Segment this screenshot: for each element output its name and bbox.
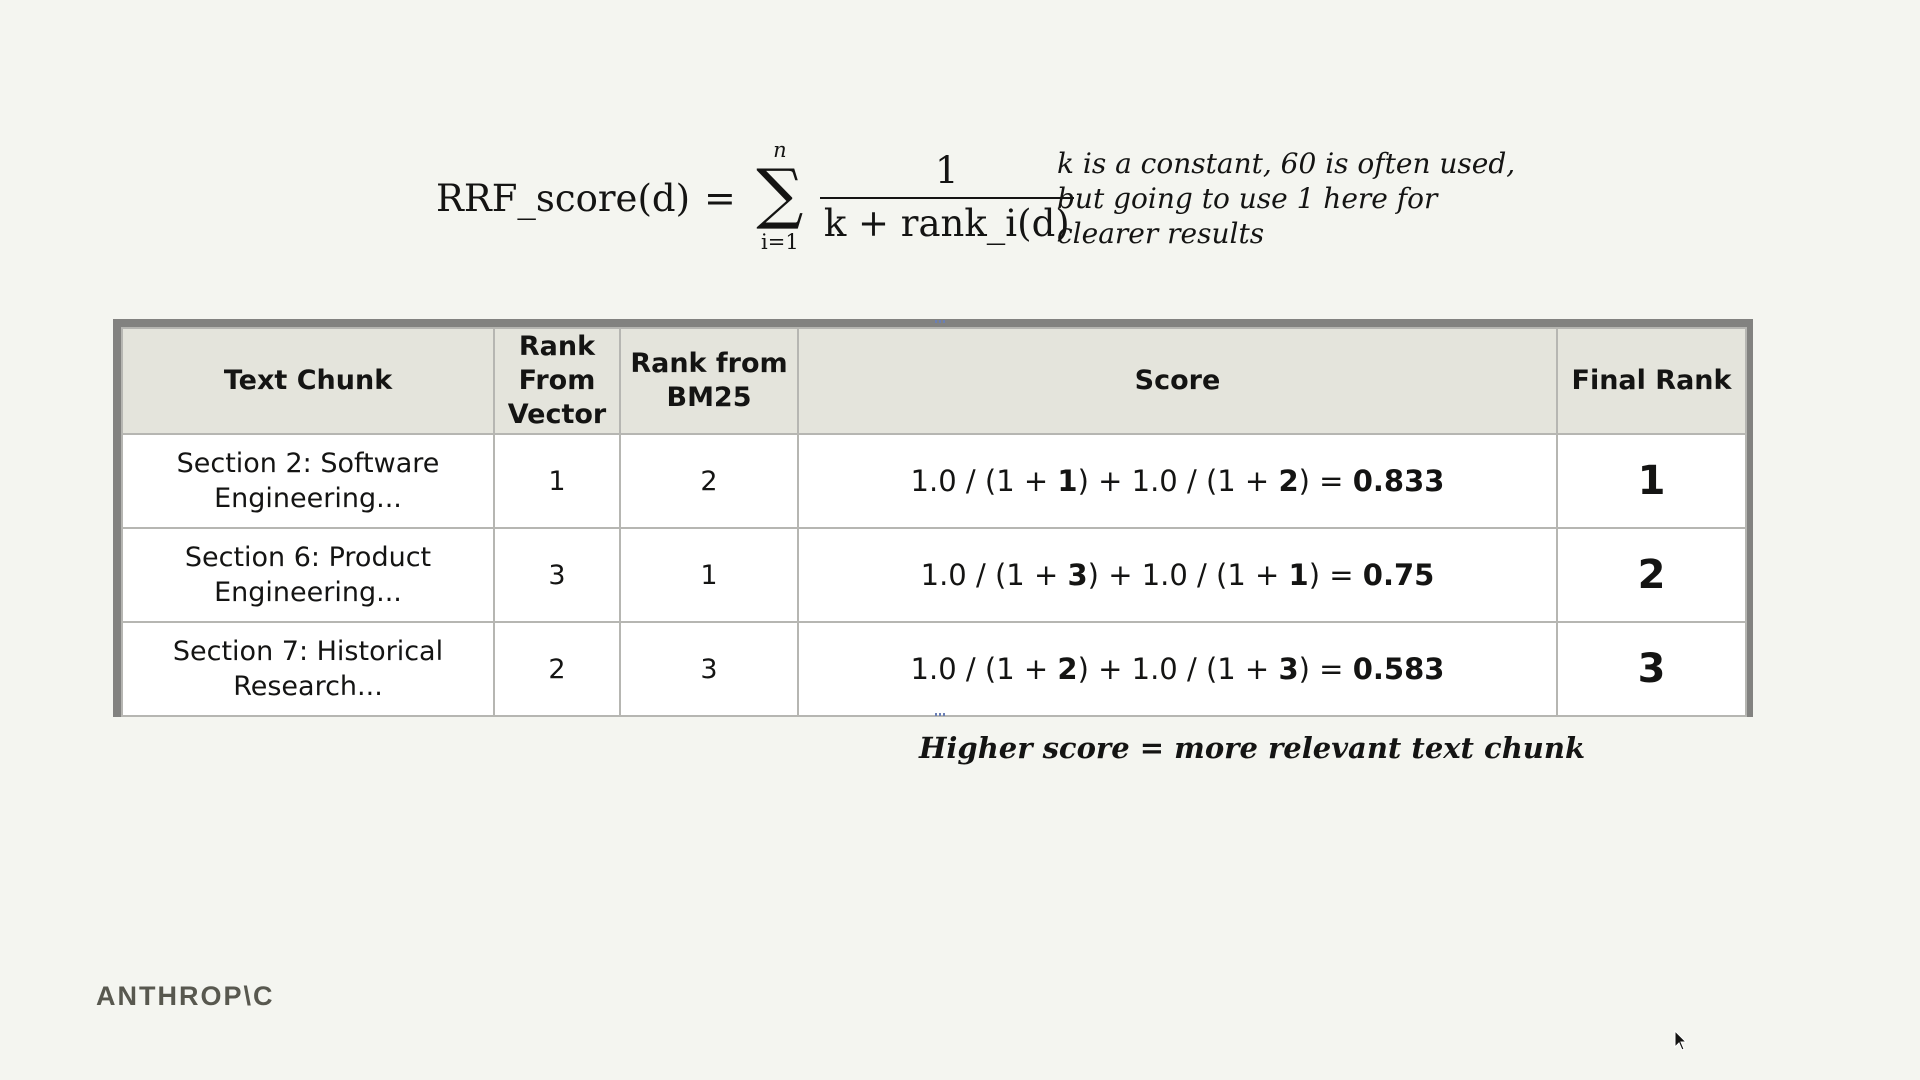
score-part-bold: 1 bbox=[1288, 557, 1309, 592]
cell-rank-vector[interactable]: 3 bbox=[493, 527, 621, 623]
cell-score[interactable]: 1.0 / (1 + 1) + 1.0 / (1 + 2) = 0.833 bbox=[797, 433, 1558, 529]
score-part: ) = bbox=[1298, 651, 1353, 686]
cell-final-rank[interactable]: 1 bbox=[1556, 433, 1747, 529]
cell-final-rank[interactable]: 2 bbox=[1556, 527, 1747, 623]
score-result: 0.583 bbox=[1352, 651, 1445, 686]
formula-equals: = bbox=[704, 176, 736, 220]
header-score[interactable]: Score bbox=[797, 327, 1558, 435]
table-row: Section 7: Historical Research... 2 3 1.… bbox=[121, 621, 1747, 717]
selection-handle-bottom[interactable] bbox=[935, 713, 947, 716]
header-text-chunk[interactable]: Text Chunk bbox=[121, 327, 495, 435]
sigma-symbol: ∑ bbox=[756, 155, 804, 232]
score-part-bold: 2 bbox=[1057, 651, 1078, 686]
score-part: ) = bbox=[1308, 557, 1363, 592]
fraction-numerator: 1 bbox=[935, 149, 959, 192]
k-constant-note: k is a constant, 60 is often used, but g… bbox=[1057, 147, 1516, 250]
cell-rank-bm25[interactable]: 1 bbox=[619, 527, 799, 623]
header-rank-bm25[interactable]: Rank from BM25 bbox=[619, 327, 799, 435]
rrf-table: Text Chunk Rank From Vector Rank from BM… bbox=[121, 327, 1747, 717]
table-header-row: Text Chunk Rank From Vector Rank from BM… bbox=[121, 327, 1747, 435]
cell-rank-bm25[interactable]: 2 bbox=[619, 433, 799, 529]
cell-text-chunk[interactable]: Section 2: Software Engineering... bbox=[121, 433, 495, 529]
score-part: 1.0 / (1 + bbox=[920, 557, 1068, 592]
cell-rank-vector[interactable]: 1 bbox=[493, 433, 621, 529]
fraction-bar bbox=[819, 197, 1074, 199]
cell-text-chunk[interactable]: Section 6: Product Engineering... bbox=[121, 527, 495, 623]
cell-score[interactable]: 1.0 / (1 + 2) + 1.0 / (1 + 3) = 0.583 bbox=[797, 621, 1558, 717]
formula-lhs: RRF_score(d) bbox=[436, 177, 690, 220]
score-part: ) + 1.0 / (1 + bbox=[1077, 651, 1279, 686]
cell-score[interactable]: 1.0 / (1 + 3) + 1.0 / (1 + 1) = 0.75 bbox=[797, 527, 1558, 623]
score-part: ) + 1.0 / (1 + bbox=[1077, 463, 1279, 498]
selection-handle-top[interactable] bbox=[935, 320, 947, 323]
sum-lower-limit: i=1 bbox=[761, 230, 799, 254]
mouse-cursor-icon bbox=[1674, 1030, 1688, 1051]
score-part: 1.0 / (1 + bbox=[910, 463, 1058, 498]
fraction: 1 k + rank_i(d) bbox=[819, 147, 1074, 249]
cell-rank-bm25[interactable]: 3 bbox=[619, 621, 799, 717]
score-part-bold: 3 bbox=[1067, 557, 1088, 592]
anthropic-logo: ANTHROP\C bbox=[96, 981, 275, 1011]
sum-upper-limit: n bbox=[773, 138, 787, 162]
score-part-bold: 3 bbox=[1278, 651, 1299, 686]
score-result: 0.75 bbox=[1362, 557, 1435, 592]
rrf-table-frame[interactable]: Text Chunk Rank From Vector Rank from BM… bbox=[113, 319, 1753, 717]
score-caption: Higher score = more relevant text chunk bbox=[919, 731, 1586, 765]
formula-lhs-text: RRF_score(d) bbox=[436, 176, 691, 220]
cell-text-chunk[interactable]: Section 7: Historical Research... bbox=[121, 621, 495, 717]
header-rank-vector[interactable]: Rank From Vector bbox=[493, 327, 621, 435]
table-row: Section 2: Software Engineering... 1 2 1… bbox=[121, 433, 1747, 529]
header-final-rank[interactable]: Final Rank bbox=[1556, 327, 1747, 435]
score-part-bold: 1 bbox=[1057, 463, 1078, 498]
table-row: Section 6: Product Engineering... 3 1 1.… bbox=[121, 527, 1747, 623]
score-part: 1.0 / (1 + bbox=[910, 651, 1058, 686]
score-result: 0.833 bbox=[1352, 463, 1445, 498]
score-part-bold: 2 bbox=[1278, 463, 1299, 498]
rrf-formula: RRF_score(d) = n ∑ i=1 1 k + rank_i(d) bbox=[436, 138, 1074, 258]
summation: n ∑ i=1 bbox=[750, 138, 810, 258]
score-part: ) + 1.0 / (1 + bbox=[1087, 557, 1289, 592]
score-part: ) = bbox=[1298, 463, 1353, 498]
fraction-denominator: k + rank_i(d) bbox=[823, 202, 1070, 245]
cell-final-rank[interactable]: 3 bbox=[1556, 621, 1747, 717]
cell-rank-vector[interactable]: 2 bbox=[493, 621, 621, 717]
